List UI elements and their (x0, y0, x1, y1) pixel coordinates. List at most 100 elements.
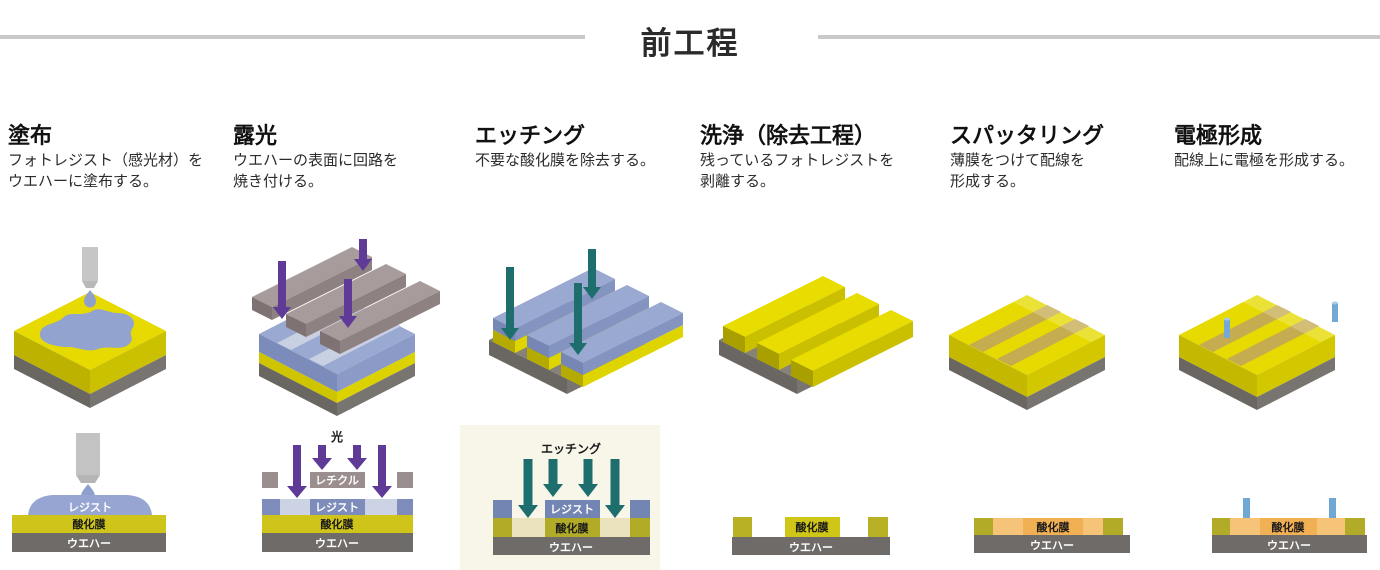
oxide-band (259, 352, 337, 403)
wafer-label: ウエハー (67, 537, 111, 550)
step-column-electrode: 電極形成 配線上に電極を形成する。 (1150, 0, 1380, 570)
isometric-illustration-electrode (1179, 295, 1338, 410)
wafer-layer (732, 537, 890, 555)
step-column-sputtering: スパッタリング 薄膜をつけて配線を 形成する。 酸化膜 ウ (920, 0, 1150, 570)
film-layer (974, 518, 1123, 535)
oxide-segment (974, 518, 993, 535)
resist-label: レジスト (68, 501, 112, 514)
step-column-coating: 塗布 フォトレジスト（感光材）を ウエハーに塗布する。 レジスト 酸化膜 ウエハ (0, 0, 230, 570)
electrode-pillar (1224, 319, 1230, 338)
resist-layer (262, 499, 413, 515)
wiring-trench (1227, 319, 1319, 366)
resist-label: レジスト (550, 503, 594, 516)
oxide-label: 酸化膜 (1037, 520, 1070, 534)
wafer-label: ウエハー (789, 541, 833, 554)
etch-arrows (501, 249, 601, 355)
oxide-segment (1103, 518, 1123, 535)
light-arrow (339, 279, 357, 328)
film-segment (1023, 518, 1083, 535)
dispenser-nozzle (82, 247, 98, 281)
film-segment (1317, 518, 1345, 535)
light-label: 光 (330, 429, 343, 444)
light-arrows (273, 239, 372, 328)
resist-label: レジスト (315, 501, 359, 514)
header-rule-left (0, 35, 585, 39)
cross-section-sputtering: 酸化膜 ウエハー (974, 518, 1130, 553)
step-description: 残っているフォトレジストを 剥離する。 (700, 152, 895, 190)
light-arrows (287, 445, 392, 498)
isometric-illustration-cleaning (719, 276, 913, 394)
step-title: 露光 (233, 123, 278, 148)
step-column-cleaning: 洗浄（除去工程） 残っているフォトレジストを 剥離する。 (690, 0, 920, 570)
step-description: ウエハーの表面に回路を 焼き付ける。 (233, 152, 399, 190)
resist-layer (28, 495, 152, 515)
reticle-layer (262, 472, 413, 488)
oxide-label: 酸化膜 (1272, 520, 1305, 534)
step-description: 不要な酸化膜を除去する。 (475, 152, 656, 169)
oxide-layer (262, 515, 413, 533)
resist-puddle (39, 309, 135, 351)
wafer-band (259, 363, 337, 416)
etched-gap (512, 518, 545, 537)
oxide-segment (1212, 518, 1230, 535)
isometric-illustration-etching (489, 249, 683, 394)
film-segment (993, 518, 1023, 535)
step-description: 薄膜をつけて配線を 形成する。 (950, 152, 1086, 190)
isometric-illustration-coating (14, 247, 166, 408)
light-arrow (273, 261, 291, 319)
dispenser-nozzle (76, 433, 100, 475)
light-arrow (287, 445, 307, 498)
header-rule-right (818, 35, 1380, 39)
etching-label: エッチング (541, 441, 601, 456)
oxide-layer (12, 515, 166, 533)
light-arrow (372, 445, 392, 498)
resist-layer (493, 500, 650, 518)
wafer-label: ウエハー (1267, 539, 1311, 552)
electrode-pillar (1332, 303, 1338, 322)
step-title: スパッタリング (950, 123, 1105, 148)
oxide-label: 酸化膜 (556, 521, 589, 535)
etched-gap (600, 518, 630, 537)
step-title: 塗布 (8, 123, 53, 148)
etch-arrow (578, 459, 598, 497)
wiring-trench (969, 305, 1061, 352)
oxide-label: 酸化膜 (321, 517, 354, 531)
etch-arrow (543, 459, 563, 497)
wafer-layer (974, 535, 1130, 553)
step-description: 配線上に電極を形成する。 (1174, 152, 1355, 169)
oxide-layer (733, 517, 888, 537)
light-arrow (312, 445, 332, 470)
cross-section-coating: レジスト 酸化膜 ウエハー (12, 433, 166, 552)
isometric-illustration-exposure (252, 239, 440, 416)
wafer-label: ウエハー (315, 537, 359, 550)
film-layer (1212, 518, 1365, 535)
light-arrow (354, 239, 372, 271)
step-column-etching: エッチング 不要な酸化膜を除去する。 (460, 0, 690, 570)
etch-arrow (518, 459, 538, 518)
droplet-icon (84, 290, 96, 308)
reticle-label: レチクル (315, 474, 359, 487)
film-segment (1083, 518, 1103, 535)
light-arrow (347, 445, 367, 470)
electrode-pillar (1243, 498, 1250, 518)
etch-arrows (518, 459, 625, 518)
cross-section-electrode: 酸化膜 ウエハー (1212, 498, 1367, 553)
wafer-label: ウエハー (549, 541, 593, 554)
wafer-label: ウエハー (1030, 539, 1074, 552)
isometric-illustration-sputtering (949, 295, 1105, 410)
electrode-pillars (1224, 301, 1338, 338)
oxide-label: 酸化膜 (73, 517, 106, 531)
etch-arrow (501, 267, 519, 340)
step-title: 電極形成 (1174, 123, 1263, 148)
wafer-layer (12, 533, 166, 552)
step-title: 洗浄（除去工程） (700, 123, 877, 148)
etch-arrow (583, 249, 601, 299)
oxide-layer (493, 518, 650, 537)
wafer-layer (1212, 535, 1367, 553)
oxide-segment (1345, 518, 1365, 535)
page-title: 前工程 (640, 26, 740, 61)
wafer-layer (493, 537, 650, 555)
cross-section-etching: エッチング レジスト 酸化膜 ウエハー (460, 425, 660, 570)
oxide-label: 酸化膜 (796, 520, 829, 534)
